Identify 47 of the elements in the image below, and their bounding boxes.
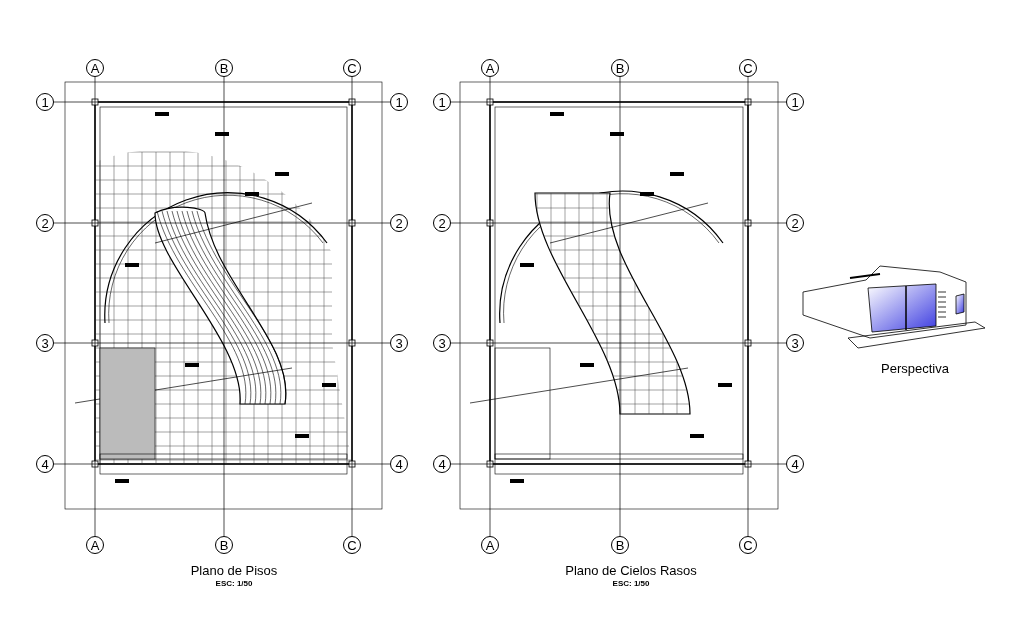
grid-bubble: 1 (390, 93, 408, 111)
grid-bubble: C (739, 536, 757, 554)
grid-line (53, 101, 391, 103)
grid-bubble: B (611, 59, 629, 77)
grid-bubble: 4 (433, 455, 451, 473)
grid-bubble: A (86, 59, 104, 77)
grid-line (450, 222, 787, 224)
grid-line (747, 76, 749, 537)
grid-bubble: 2 (390, 214, 408, 232)
grid-bubble: B (215, 59, 233, 77)
grid-bubble: 1 (36, 93, 54, 111)
grid-bubble: A (481, 536, 499, 554)
grid-line (450, 342, 787, 344)
grid-line (53, 222, 391, 224)
grid-line (351, 76, 353, 537)
grid-line (619, 76, 621, 537)
grid-bubble: 1 (433, 93, 451, 111)
drawing-title: Perspectiva (881, 362, 949, 375)
grid-bubble: 3 (36, 334, 54, 352)
grid-bubble: C (343, 536, 361, 554)
grid-line (450, 101, 787, 103)
scale-note: ESC: 1/50 (215, 580, 253, 588)
drawing-title: Plano de Cielos Rasos (565, 564, 697, 577)
grid-bubble: 3 (433, 334, 451, 352)
grid-bubble: 2 (36, 214, 54, 232)
grid-bubble: 1 (786, 93, 804, 111)
grid-line (53, 463, 391, 465)
scale-note: ESC: 1/50 (612, 580, 650, 588)
grid-line (223, 76, 225, 537)
grid-bubble: 4 (36, 455, 54, 473)
grid-bubble: 4 (786, 455, 804, 473)
grid-line (94, 76, 96, 537)
grid-bubble: 2 (433, 214, 451, 232)
drawing-title: Plano de Pisos (190, 564, 278, 577)
grid-line (489, 76, 491, 537)
grid-line (53, 342, 391, 344)
grid-bubble: B (215, 536, 233, 554)
grid-bubble: C (343, 59, 361, 77)
grid-line (450, 463, 787, 465)
grid-bubble: A (86, 536, 104, 554)
grid-bubble: 3 (786, 334, 804, 352)
grid-bubble: A (481, 59, 499, 77)
grid-bubble: 3 (390, 334, 408, 352)
grid-bubble: 4 (390, 455, 408, 473)
grid-bubble: 2 (786, 214, 804, 232)
grid-bubble: B (611, 536, 629, 554)
grid-bubble: C (739, 59, 757, 77)
